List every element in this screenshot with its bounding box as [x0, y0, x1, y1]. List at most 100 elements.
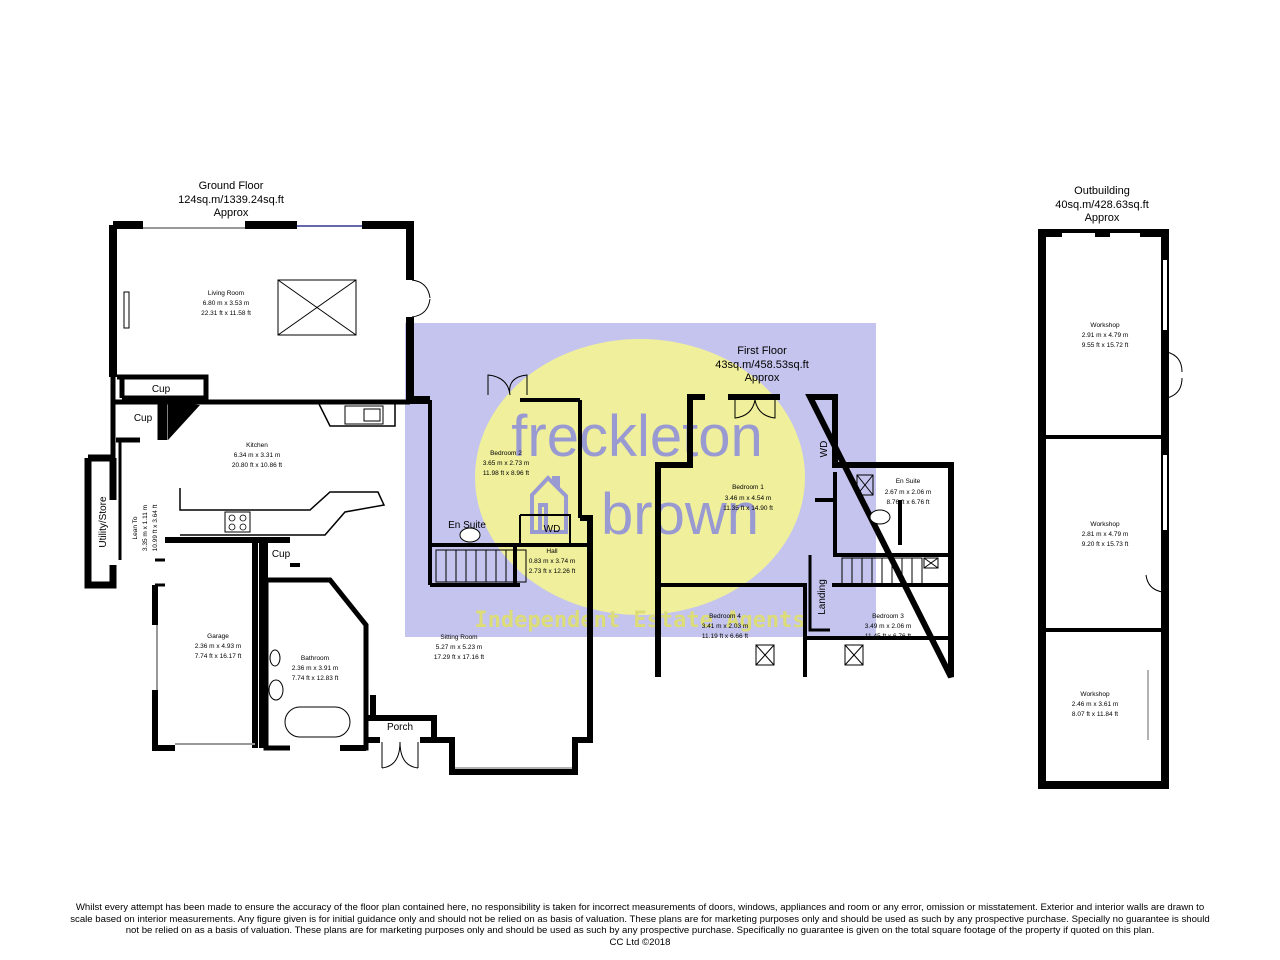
utility-label: Utility/Store	[98, 496, 109, 548]
workshop2-metric: 2.81 m x 4.79 m	[1082, 531, 1129, 538]
bedroom4-name: Bedroom 4	[709, 613, 741, 620]
outbuilding-walls	[1038, 229, 1169, 789]
bedroom3-name: Bedroom 3	[872, 613, 904, 620]
workshop2-name: Workshop	[1090, 521, 1120, 528]
first-ensuite-toilet-icon	[869, 509, 891, 525]
outbuilding-title: Outbuilding 40sq.m/428.63sq.ft Approx	[1055, 185, 1149, 224]
landing-label: Landing	[817, 579, 828, 615]
skylight-icon	[277, 279, 357, 336]
workshop1-metric: 2.91 m x 4.79 m	[1082, 332, 1129, 339]
bedroom3-imperial: 11.45 ft x 6.76 ft	[865, 633, 911, 640]
outbuilding-name: Outbuilding	[1074, 185, 1130, 197]
bath-icon	[284, 706, 351, 738]
sitting-room-walls	[340, 515, 593, 775]
outbuilding-labels: Workshop 2.91 m x 4.79 m 9.55 ft x 15.72…	[1072, 322, 1129, 718]
hob-icon	[224, 511, 251, 533]
first-floor-outer	[655, 394, 954, 679]
sitting-room-metric: 5.27 m x 5.23 m	[436, 644, 483, 651]
ground-floor-name: Ground Floor	[199, 180, 264, 192]
hall-imperial: 2.73 ft x 12.26 ft	[529, 568, 576, 575]
bedroom4-imperial: 11.19 ft x 6.66 ft	[702, 633, 748, 640]
disclaimer-line-2: scale based on interior measurements. An…	[70, 913, 1210, 925]
ground-stairs	[435, 549, 527, 583]
hall-metric: 0.83 m x 3.74 m	[529, 558, 576, 565]
garage-name: Garage	[207, 633, 229, 640]
workshop1-imperial: 9.55 ft x 15.72 ft	[1082, 342, 1129, 349]
bedroom2-door-icon	[487, 374, 528, 396]
ground-labels: Living Room 6.80 m x 3.53 m 22.31 ft x 1…	[195, 290, 576, 682]
bedroom2-metric: 3.65 m x 2.73 m	[483, 460, 530, 467]
ground-floor-area: 124sq.m/1339.24sq.ft	[178, 194, 284, 206]
porch-label: Porch	[387, 722, 413, 733]
garage-imperial: 7.74 ft x 16.17 ft	[195, 653, 242, 660]
living-room-imperial: 22.31 ft x 11.58 ft	[201, 310, 251, 317]
velux-icon-ensuite	[856, 474, 874, 496]
disclaimer-line-4: CC Ltd ©2018	[609, 936, 671, 948]
watermark-tagline: Independent Estate Agents	[474, 608, 805, 633]
utility-walls	[84, 454, 117, 589]
bedroom3-metric: 3.49 m x 2.06 m	[865, 623, 912, 630]
kitchen-counter	[179, 488, 386, 536]
disclaimer-line-3: not be relied on as a basis of valuation…	[125, 925, 1155, 936]
cup-label-bathroom: Cup	[272, 549, 291, 560]
workshop3-name: Workshop	[1080, 691, 1110, 698]
sitting-room-imperial: 17.29 ft x 17.16 ft	[434, 654, 484, 661]
wd-ground-label: WD	[544, 524, 561, 535]
velux-icon-bed3	[844, 644, 864, 666]
living-room-name: Living Room	[208, 290, 244, 297]
outbuilding-area: 40sq.m/428.63sq.ft	[1055, 199, 1149, 211]
outbuilding-door-icon	[1166, 351, 1183, 399]
bedroom1-metric: 3.46 m x 4.54 m	[725, 495, 772, 502]
wd-walls	[519, 514, 571, 545]
ground-floor-walls	[84, 221, 593, 775]
bedroom2-imperial: 11.98 ft x 8.96 ft	[483, 470, 529, 477]
ground-floor-approx: Approx	[214, 207, 249, 219]
workshop3-imperial: 8.07 ft x 11.84 ft	[1072, 711, 1118, 718]
watermark-line1: freckleton	[511, 404, 762, 469]
ensuite-ground-label: En Suite	[448, 520, 486, 531]
disclaimer: Whilst every attempt has been made to en…	[10, 902, 1270, 948]
garage-walls	[152, 537, 290, 751]
toilet-icon	[268, 679, 284, 701]
bedroom4-metric: 3.41 m x 2.03 m	[702, 623, 749, 630]
first-labels: Bedroom 1 3.46 m x 4.54 m 11.35 ft x 14.…	[702, 478, 932, 640]
ground-floor-title: Ground Floor 124sq.m/1339.24sq.ft Approx	[178, 180, 284, 219]
bathroom-metric: 2.36 m x 3.91 m	[292, 665, 339, 672]
first-hatch	[923, 557, 939, 569]
lean-to-imperial: 10.99 ft x 3.64 ft	[152, 505, 159, 552]
first-floor-walls	[655, 394, 954, 679]
ensuite-toilet-icon	[459, 527, 481, 543]
bedroom1-name: Bedroom 1	[732, 484, 764, 491]
velux-icon-bed4	[755, 644, 775, 666]
workshop2-imperial: 9.20 ft x 15.73 ft	[1082, 541, 1129, 548]
ensuite1-imperial: 8.76 ft x 6.76 ft	[887, 499, 930, 506]
living-door-icon	[411, 279, 431, 318]
lean-to-walls	[111, 440, 165, 587]
sitting-room-name: Sitting Room	[440, 634, 477, 641]
cup-label-kitchen: Cup	[134, 413, 153, 424]
bedroom1-imperial: 11.35 ft x 14.90 ft	[723, 505, 773, 512]
bedroom2-name: Bedroom 2	[490, 450, 522, 457]
kitchen-metric: 6.34 m x 3.31 m	[234, 452, 281, 459]
first-stairs	[841, 557, 939, 587]
kitchen-walls	[110, 377, 410, 460]
bathroom-name: Bathroom	[301, 655, 329, 662]
lean-to-name: Lean To	[132, 516, 139, 539]
first-landing-walls	[808, 555, 830, 632]
ensuite1-metric: 2.67 m x 2.06 m	[885, 489, 932, 496]
lean-to-label: Lean To 3.35 m x 1.11 m 10.99 ft x 3.64 …	[132, 505, 159, 552]
first-floor-area: 43sq.m/458.53sq.ft	[715, 359, 809, 371]
bathroom-cup-walls	[264, 540, 300, 580]
hall-name: Hall	[546, 548, 558, 555]
kitchen-name: Kitchen	[246, 442, 268, 449]
kitchen-imperial: 20.80 ft x 10.86 ft	[232, 462, 282, 469]
garage-metric: 2.36 m x 4.93 m	[195, 643, 242, 650]
velux-icons	[755, 474, 874, 666]
cup-label-living: Cup	[152, 384, 171, 395]
workshop3-metric: 2.46 m x 3.61 m	[1072, 701, 1119, 708]
ensuite1-name: En Suite	[896, 478, 921, 485]
kitchen-top-counter	[317, 401, 396, 427]
workshop1-name: Workshop	[1090, 322, 1120, 329]
ensuite-hall-walls	[428, 398, 590, 587]
